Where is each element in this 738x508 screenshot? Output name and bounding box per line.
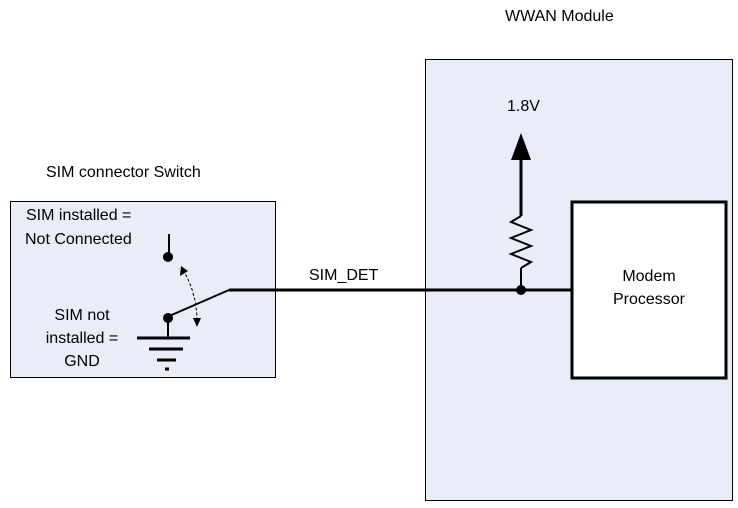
- wwan-module-title: WWAN Module: [505, 7, 614, 27]
- processor-label-1: Modem: [572, 267, 726, 287]
- signal-label: SIM_DET: [309, 266, 378, 286]
- voltage-label: 1.8V: [507, 97, 540, 117]
- sim-not-installed-label-3: GND: [30, 352, 134, 372]
- sim-installed-label-2: Not Connected: [25, 230, 132, 250]
- sim-not-installed-label-1: SIM not: [30, 306, 134, 326]
- sim-installed-label-1: SIM installed =: [26, 206, 131, 226]
- processor-label-2: Processor: [572, 290, 726, 310]
- sim-switch-title: SIM connector Switch: [46, 163, 201, 183]
- sim-not-installed-label-2: installed =: [30, 329, 134, 349]
